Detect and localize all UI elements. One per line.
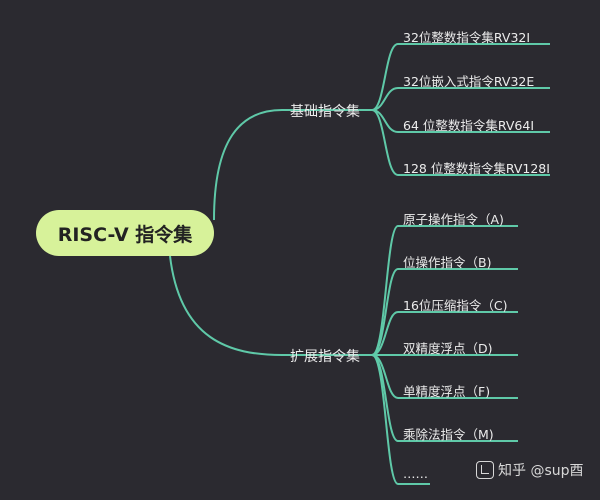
watermark: 知乎 @sup酉 <box>476 458 586 482</box>
leaf-node[interactable]: 32位整数指令集RV32I <box>403 30 531 45</box>
ext-leaf-connector-1 <box>371 225 518 356</box>
leaf-node[interactable]: 64 位整数指令集RV64I <box>403 118 535 133</box>
branch-node-extension[interactable]: 扩展指令集 <box>290 349 360 365</box>
leaf-node[interactable]: 乘除法指令（M) <box>403 427 494 442</box>
watermark-text: 知乎 @sup酉 <box>498 463 584 479</box>
root-node[interactable]: RISC-V 指令集 <box>36 210 214 256</box>
base-leaf-connector-1 <box>371 43 550 111</box>
leaf-node[interactable]: 位操作指令（B) <box>403 255 492 270</box>
leaf-node[interactable]: 双精度浮点（D) <box>403 341 493 356</box>
leaf-node[interactable]: 128 位整数指令集RV128I <box>403 161 550 176</box>
leaf-node[interactable]: 原子操作指令（A) <box>403 212 504 227</box>
base-leaf-connector-2 <box>371 87 550 111</box>
leaf-node[interactable]: …… <box>403 466 428 481</box>
ext-leaf-connector-2 <box>371 268 518 356</box>
base-leaf-connector-4 <box>371 109 550 176</box>
root-to-ext-connector <box>169 255 372 356</box>
branch-node-base[interactable]: 基础指令集 <box>290 104 360 120</box>
leaf-node[interactable]: 32位嵌入式指令RV32E <box>403 74 535 89</box>
root-to-base-connector <box>213 109 372 221</box>
ext-leaf-connector-3 <box>371 311 518 356</box>
leaf-node[interactable]: 16位压缩指令（C) <box>403 298 508 313</box>
zhihu-logo-icon <box>476 461 494 479</box>
ext-leaf-connector-7 <box>371 354 430 485</box>
leaf-node[interactable]: 单精度浮点（F) <box>403 384 491 399</box>
